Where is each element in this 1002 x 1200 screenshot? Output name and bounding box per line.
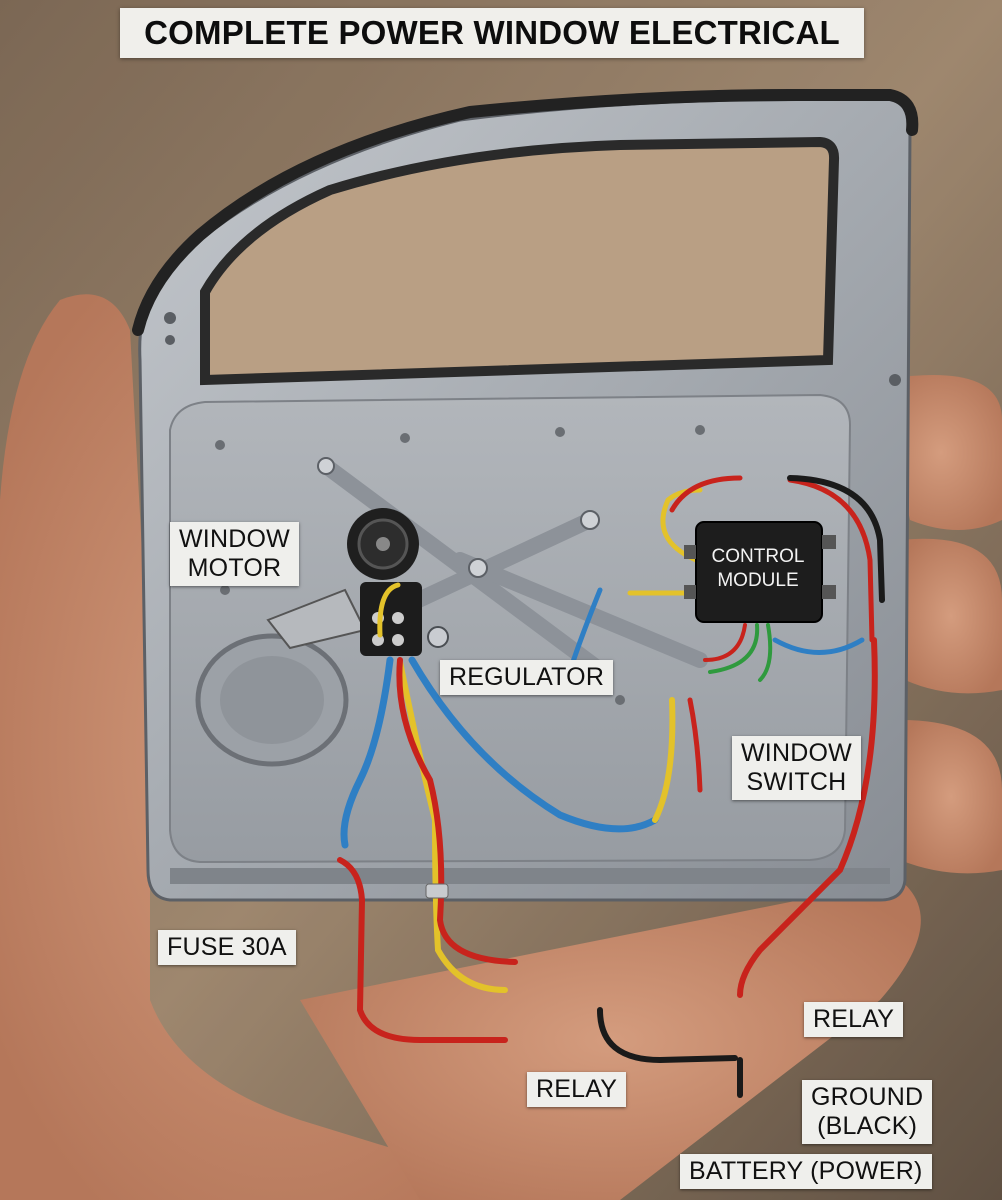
relay-right-label: RELAY — [804, 1002, 904, 1037]
wire-yellow-motor — [377, 582, 401, 638]
diagram-title: COMPLETE POWER WINDOW ELECTRICAL — [120, 8, 864, 58]
wire-red-module-top — [669, 475, 743, 513]
wire-red-module-right — [787, 477, 875, 643]
battery-label: BATTERY (POWER) — [680, 1154, 932, 1189]
wire-yellow-switch — [652, 697, 676, 823]
wire-clip — [425, 883, 449, 899]
window-switch-label: WINDOW SWITCH — [732, 736, 861, 800]
right-fuse: ☰ COMPLETE POWER WINDOW ELECTRICAL CONTR… — [0, 2, 933, 1189]
door-panel — [132, 89, 919, 902]
fuse-label: FUSE 30A — [158, 930, 296, 965]
wire-red-main — [737, 637, 878, 998]
wire-green-module-switch — [708, 623, 760, 674]
wire-black-module — [787, 475, 885, 603]
wire-black-ground — [597, 1007, 738, 1064]
ground-label: GROUND (BLACK) — [802, 1080, 933, 1144]
control-module-label: CONTROL MODULE — [711, 546, 805, 591]
control-module-box — [684, 521, 836, 623]
wire-green-module — [758, 623, 773, 682]
wire-blue-motor-fuse — [340, 656, 394, 849]
window-motor — [266, 508, 422, 656]
wire-red-motor — [396, 657, 518, 965]
wire-red-module-switch — [703, 623, 747, 662]
wire-blue-module — [772, 637, 865, 655]
window-motor-label: WINDOW MOTOR — [170, 522, 299, 586]
regulator-bolt — [427, 626, 449, 648]
wire-blue-motor-switch — [408, 656, 659, 833]
wire-yellow-down — [397, 659, 508, 993]
wire-red-switch — [687, 697, 703, 793]
regulator-label: REGULATOR — [440, 660, 614, 695]
relay-bottom-label: RELAY — [527, 1072, 627, 1107]
wire-red-fuse-relay — [337, 857, 508, 1043]
